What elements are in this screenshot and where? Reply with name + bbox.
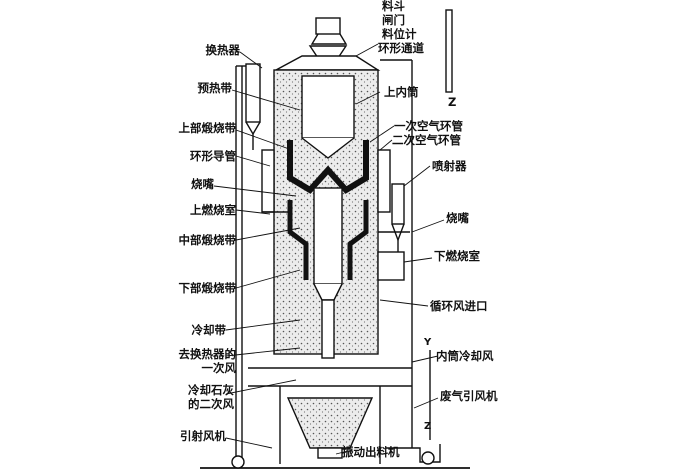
label-mark-z-bottom: Z (424, 421, 432, 432)
label-induced-draft-fan: 引射风机 (180, 429, 226, 443)
kiln-roof (275, 55, 381, 71)
level-gauge (445, 9, 453, 93)
label-primary-air-ring-pipe: 一次空气环管 (394, 119, 463, 133)
right-ring-channel (377, 149, 391, 213)
label-gate: 闸门 (382, 13, 405, 27)
heat-exchanger-shape (245, 63, 261, 150)
leader-lines (213, 43, 445, 455)
middle-inner-tube (313, 187, 343, 285)
lower-combustion-chamber-shape (377, 251, 405, 281)
label-upper-calcining-zone: 上部煅烧带 (178, 121, 237, 135)
label-ring-channel: 环形通道 (378, 41, 424, 55)
label-heat-exchanger: 换热器 (205, 43, 241, 57)
label-vibrating-discharger: 振动出料机 (342, 445, 400, 459)
label-upper-combustion-chamber: 上燃烧室 (190, 203, 236, 217)
label-hopper: 料斗 (382, 0, 405, 13)
label-secondary-air-ring-pipe: 二次空气环管 (392, 133, 461, 147)
label-ejector: 喷射器 (432, 159, 467, 173)
label-lower-combustion-chamber: 下燃烧室 (434, 249, 480, 263)
label-burner-lower: 烧嘴 (446, 211, 469, 225)
label-cooling-lime-line1: 冷却石灰 (188, 383, 234, 397)
label-to-exchanger-line2: 一次风 (201, 361, 237, 375)
label-level-meter: 料位计 (382, 27, 417, 41)
label-exhaust-fan: 废气引风机 (440, 389, 498, 403)
label-mark-z-top: Z (448, 95, 457, 109)
label-preheat-zone: 预热带 (197, 81, 233, 95)
left-ring-channel (261, 149, 275, 213)
label-ring-guide-pipe: 环形导管 (190, 149, 236, 163)
label-cooling-lime-line2: 的二次风 (188, 397, 234, 411)
upper-refractory-lining (287, 140, 369, 194)
label-mark-y: Y (424, 337, 432, 348)
label-middle-calcining-zone: 中部煅烧带 (178, 233, 237, 247)
label-circulating-air-inlet: 循环风进口 (430, 299, 488, 313)
label-cooling-zone: 冷却带 (191, 323, 227, 337)
label-lower-calcining-zone: 下部煅烧带 (178, 281, 237, 295)
discharge-hopper (286, 397, 374, 449)
exhaust-fan-shape (421, 451, 435, 465)
label-burner-upper: 烧嘴 (191, 177, 214, 191)
label-upper-inner-tube: 上内筒 (384, 85, 419, 99)
middle-refractory-lining (287, 200, 369, 280)
upper-inner-tube (301, 75, 355, 139)
label-to-exchanger-line1: 去换热器的 (178, 347, 237, 361)
label-inner-tube-cooling-air: 内筒冷却风 (436, 349, 494, 363)
induced-draft-fan-shape (231, 455, 245, 469)
